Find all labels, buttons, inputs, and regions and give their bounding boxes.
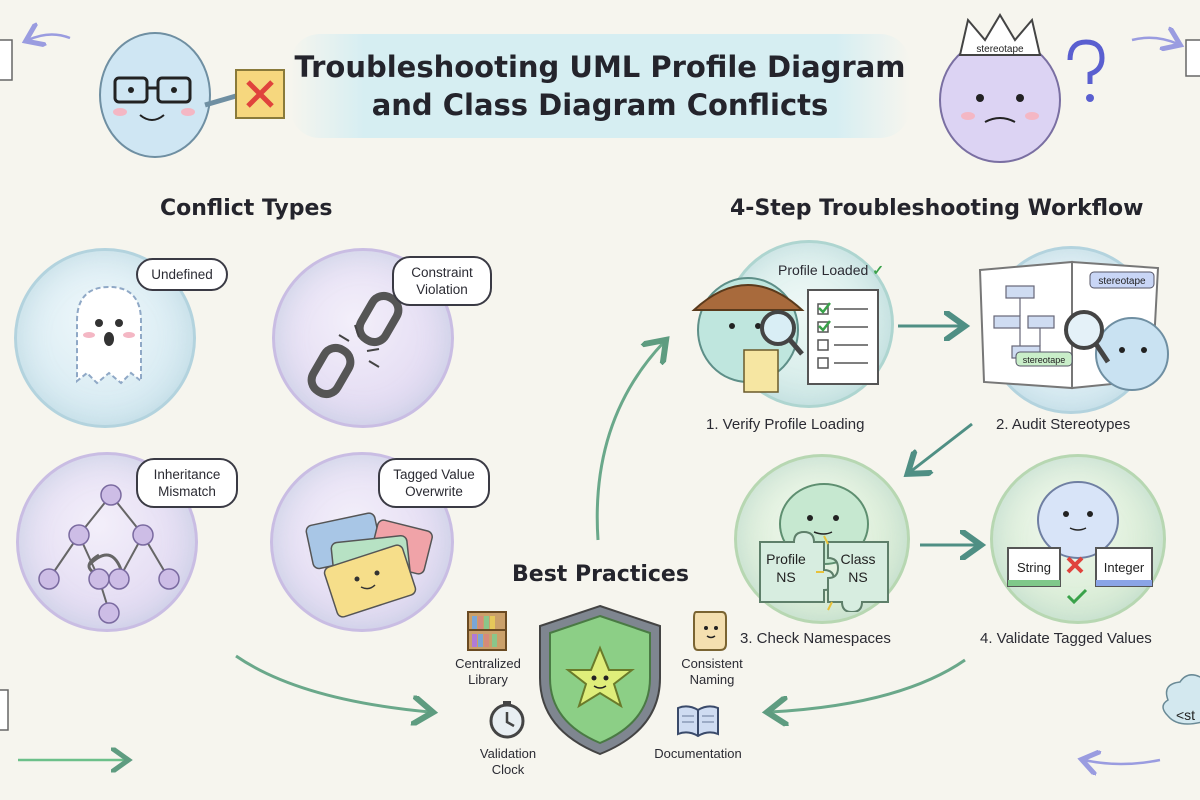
step-4-label: 4. Validate Tagged Values: [980, 630, 1152, 647]
conflict-inheritance-label-1: Inheritance: [153, 467, 221, 482]
tangled-tree-icon: [38, 484, 180, 624]
corner-arrow-top-left: [0, 34, 71, 81]
conflict-undefined-label: Undefined: [151, 267, 213, 282]
detective-checklist-icon: [691, 277, 879, 393]
conflict-inheritance-bubble: Inheritance Mismatch: [136, 458, 238, 508]
book-icon: [677, 705, 719, 738]
step-2-label: 2. Audit Stereotypes: [996, 416, 1131, 433]
broken-chain-icon: [307, 291, 403, 399]
corner-arrow-top-right: [1131, 38, 1200, 77]
arrow-step4-to-practices: [770, 658, 966, 712]
practice-documentation: Documentation: [654, 746, 742, 761]
check-icon: ✓: [872, 262, 884, 278]
title-line-2: and Class Diagram Conflicts: [371, 88, 829, 122]
title-banner: Troubleshooting UML Profile Diagram and …: [290, 34, 910, 138]
practice-clock-label-2: Clock: [491, 762, 525, 777]
practice-centralized-library: Centralized Library: [440, 656, 536, 688]
practice-naming-label-2: Naming: [689, 672, 735, 687]
puzzle-icon: Profile NS Class NS: [759, 483, 889, 612]
practice-naming-label-1: Consistent: [681, 656, 743, 671]
profile-loaded-text: Profile Loaded: [778, 262, 869, 278]
arrow-step2-to-step3: [910, 422, 973, 472]
arrow-practices-to-step1: [595, 342, 664, 541]
stereotype-tag-top: stereotape: [1098, 276, 1146, 287]
ghost-icon: [76, 285, 142, 385]
arrow-conflicts-to-practices: [235, 654, 430, 712]
conflict-types-heading: Conflict Types: [160, 196, 333, 221]
conflict-constraint-bubble: Constraint Violation: [392, 256, 492, 306]
puzzle-piece-2-label-2: NS: [848, 569, 867, 585]
practice-validation-clock: Validation Clock: [460, 746, 556, 778]
workflow-heading: 4-Step Troubleshooting Workflow: [730, 196, 1144, 221]
conflict-tagged-value-label-1: Tagged Value: [393, 467, 475, 482]
scroll-icon: [693, 611, 727, 651]
puzzle-piece-2-label-1: Class: [840, 551, 875, 567]
title-line-1: Troubleshooting UML Profile Diagram: [294, 50, 906, 84]
bookshelf-icon: [467, 611, 507, 651]
step-1-label: 1. Verify Profile Loading: [706, 416, 865, 433]
best-practices-heading: Best Practices: [512, 562, 689, 587]
step-3-label: 3. Check Namespaces: [740, 630, 891, 647]
corner-text: <st: [1176, 707, 1195, 723]
puzzle-piece-1-label-2: NS: [776, 569, 795, 585]
conflict-undefined-bubble: Undefined: [136, 258, 228, 291]
practice-centralized-label-2: Library: [468, 672, 508, 687]
shield-icon: [539, 604, 661, 756]
clock-icon: [489, 701, 525, 739]
tags-icon: [305, 512, 433, 618]
page-title: Troubleshooting UML Profile Diagram and …: [295, 48, 906, 124]
conflict-tagged-value-label-2: Overwrite: [405, 484, 463, 499]
confused-mascot-left: [99, 32, 285, 158]
practice-centralized-label-1: Centralized: [455, 656, 521, 671]
stereotype-tag-bottom: stereotape: [1023, 355, 1066, 365]
conflict-inheritance-label-2: Mismatch: [158, 484, 216, 499]
conflict-constraint-label-2: Violation: [416, 282, 468, 297]
integer-type-label: Integer: [1104, 560, 1145, 575]
magnifier-diagram-icon: stereotape stereotape: [978, 260, 1169, 391]
crown-text: stereotape: [976, 44, 1024, 55]
type-cards-icon: String Integer: [1007, 481, 1153, 605]
conflict-constraint-label-1: Constraint: [411, 265, 473, 280]
corner-arrow-bottom-right: [1084, 674, 1200, 764]
practice-clock-label-1: Validation: [479, 746, 537, 761]
puzzle-piece-1-label-1: Profile: [766, 551, 806, 567]
corner-arrow-bottom-left: [0, 689, 126, 760]
conflict-tagged-value-bubble: Tagged Value Overwrite: [378, 458, 490, 508]
step-1-note: Profile Loaded ✓: [778, 262, 884, 279]
practice-consistent-naming: Consistent Naming: [664, 656, 760, 688]
confused-mascot-right: [939, 13, 1105, 163]
string-type-label: String: [1017, 560, 1051, 575]
